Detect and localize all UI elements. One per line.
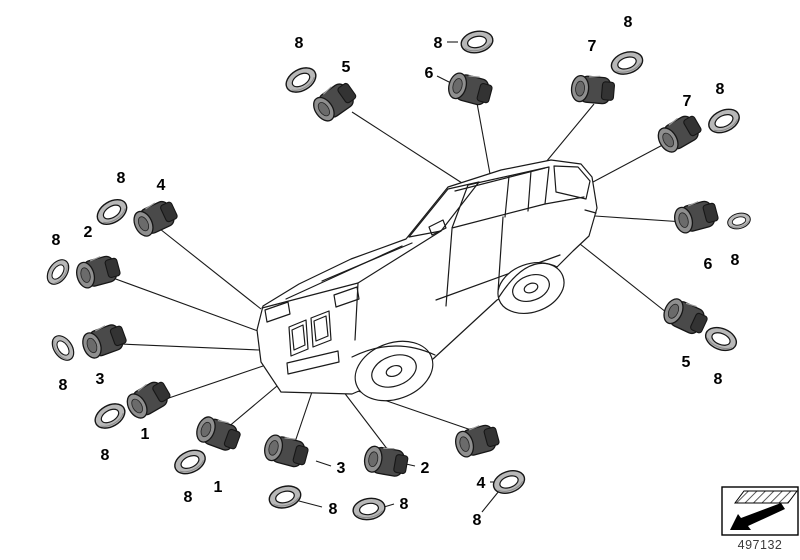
hatched-ramp: [734, 490, 798, 504]
side-mirror: [428, 219, 447, 236]
doc-number: 497132: [738, 538, 783, 552]
callout-label[interactable]: 3: [337, 460, 346, 477]
callout-label[interactable]: 4: [477, 475, 486, 492]
callout-label[interactable]: 7: [588, 38, 597, 55]
travel-direction-legend: [721, 486, 799, 536]
seal-ring-icon: [704, 104, 744, 138]
travel-direction-icon: [730, 503, 785, 530]
callout-label[interactable]: 8: [329, 501, 338, 518]
headlight-right: [333, 286, 360, 308]
seal-ring-icon: [701, 322, 741, 356]
rear-window: [553, 165, 591, 200]
callout-label[interactable]: 8: [52, 232, 61, 249]
callout-label[interactable]: 1: [214, 479, 223, 496]
pdc-sensor-icon: [653, 110, 705, 157]
pdc-sensor-icon: [122, 376, 174, 423]
pdc-sensor-icon: [261, 431, 311, 470]
callout-label[interactable]: 4: [157, 177, 166, 194]
callout-label[interactable]: 8: [731, 252, 740, 269]
callout-label[interactable]: 8: [295, 35, 304, 52]
headlight-left: [264, 301, 291, 323]
callout-label[interactable]: 8: [101, 447, 110, 464]
front-wheel-arch: [351, 345, 436, 358]
seal-ring-icon: [607, 47, 647, 79]
callout-label[interactable]: 8: [184, 489, 193, 506]
pdc-sensor-icon: [659, 294, 711, 339]
callout-label[interactable]: 3: [96, 371, 105, 388]
pdc-sensor-icon: [129, 196, 181, 240]
seal-ring-icon: [92, 193, 132, 231]
hood-front-edge: [261, 282, 359, 309]
seal-ring-icon: [266, 482, 304, 512]
seal-ring-icon: [281, 62, 321, 98]
pdc-sensor-icon: [73, 252, 123, 291]
callout-labels: 8 5 8 6 7 8 7 8 8 4 8 2 6 8 5 8 8 3 1 8 …: [52, 14, 740, 529]
car-body-outline: [256, 159, 598, 395]
car-line-drawing: [256, 159, 598, 402]
callout-label[interactable]: 8: [716, 81, 725, 98]
roof-rail: [454, 167, 546, 192]
pdc-sensor-icon: [192, 412, 244, 455]
seal-ring-icon: [350, 495, 388, 523]
callout-label[interactable]: 8: [624, 14, 633, 31]
bumper-intake: [286, 350, 340, 375]
callout-label[interactable]: 6: [704, 256, 713, 273]
callout-label[interactable]: 8: [400, 496, 409, 513]
pdc-sensor-icon: [308, 77, 360, 126]
pdc-sensor-icon: [445, 69, 495, 108]
side-windows: [451, 166, 550, 229]
seal-ring-icon: [458, 27, 496, 57]
pdc-sensor-icon: [452, 421, 502, 460]
callout-label[interactable]: 2: [84, 224, 93, 241]
callout-label[interactable]: 7: [683, 93, 692, 110]
rear-wheel-arch: [498, 262, 558, 298]
pdc-sensor-icon: [569, 73, 616, 106]
seal-ring-icon: [47, 331, 79, 365]
callout-label[interactable]: 2: [421, 460, 430, 477]
callout-label[interactable]: 8: [59, 377, 68, 394]
seal-ring-icon: [42, 255, 74, 289]
callout-label[interactable]: 1: [141, 426, 150, 443]
door-seam: [445, 228, 453, 307]
callout-label[interactable]: 8: [434, 35, 443, 52]
seal-ring-icon: [90, 398, 130, 434]
callout-label[interactable]: 8: [473, 512, 482, 529]
callout-label[interactable]: 6: [425, 65, 434, 82]
pdc-sensor-icon: [78, 320, 130, 362]
pdc-sensor-icon: [361, 443, 410, 479]
pdc-sensor-icon: [671, 197, 721, 236]
callout-label[interactable]: 8: [714, 371, 723, 388]
seal-ring-icon: [725, 210, 753, 232]
seal-ring-icon: [489, 465, 529, 499]
callout-label[interactable]: 5: [682, 354, 691, 371]
callout-label[interactable]: 5: [342, 59, 351, 76]
callout-label[interactable]: 8: [117, 170, 126, 187]
kidney-grille: [288, 319, 309, 357]
seal-ring-icon: [170, 445, 210, 479]
